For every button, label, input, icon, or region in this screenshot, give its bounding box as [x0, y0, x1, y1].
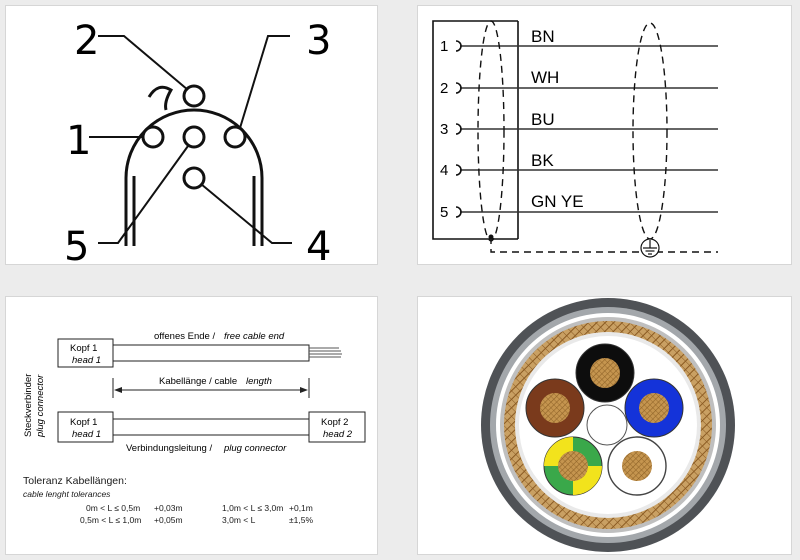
shield-ellipse-connector — [477, 20, 505, 242]
head1-box-bottom — [57, 411, 114, 443]
wiring-pin-1: 1 — [440, 38, 448, 55]
length-label-en: length — [246, 376, 272, 387]
free-end-label-en: free cable end — [224, 331, 285, 342]
ground-line — [490, 237, 718, 253]
head1-box-top — [57, 338, 114, 368]
pin-2 — [182, 84, 206, 108]
tolerance-range-4: 3,0m < L — [222, 515, 256, 525]
tolerance-value-4: ±1,5% — [289, 515, 314, 525]
pin-1 — [141, 125, 165, 149]
length-label-de: Kabellänge / cable — [159, 376, 237, 387]
tolerance-range-3: 1,0m < L ≤ 3,0m — [222, 503, 284, 513]
pin-5 — [182, 125, 206, 149]
pin-4 — [182, 166, 206, 190]
vertical-label-de: Steckverbinder — [23, 374, 34, 437]
pin-3 — [223, 125, 247, 149]
wire-lines — [460, 45, 718, 213]
connector-legs — [132, 176, 256, 246]
wiring-pin-4: 4 — [440, 162, 448, 179]
wire-label-bu: BU — [531, 110, 555, 129]
pinout-diagram: 2 3 1 5 4 — [64, 18, 331, 266]
tolerance-range-2: 0,5m < L ≤ 1,0m — [80, 515, 142, 525]
socket-contacts — [455, 40, 462, 218]
tolerance-value-1: +0,03m — [154, 503, 183, 513]
core-black — [575, 343, 635, 403]
wire-label-bn: BN — [531, 27, 555, 46]
label-pin-1: 1 — [66, 118, 91, 164]
connection-label-en: plug connector — [223, 443, 287, 454]
head1-bottom-en: head 1 — [72, 429, 101, 440]
label-pin-4: 4 — [306, 224, 331, 266]
core-brown — [525, 378, 585, 438]
head1-top-en: head 1 — [72, 355, 101, 366]
head1-top-kopf: Kopf 1 — [70, 343, 97, 354]
core-green-yellow — [543, 436, 603, 496]
wiring-diagram: 1 2 3 4 5 BN WH BU BK GN YE — [432, 20, 718, 258]
wire-label-bk: BK — [531, 151, 554, 170]
coding-key — [147, 85, 174, 111]
core-white — [607, 436, 667, 496]
head2-en: head 2 — [323, 429, 353, 440]
cable-free-end — [112, 344, 310, 362]
wiring-pin-2: 2 — [440, 80, 448, 97]
label-pin-3: 3 — [306, 18, 331, 64]
leader-lines — [89, 35, 292, 244]
wiring-pin-3: 3 — [440, 121, 448, 138]
wiring-pin-5: 5 — [440, 204, 448, 221]
free-end-label-de: offenes Ende / — [154, 331, 215, 342]
head1-bottom-kopf: Kopf 1 — [70, 417, 97, 428]
tolerance-value-2: +0,05m — [154, 515, 183, 525]
connector-box — [432, 20, 518, 240]
dimensions-diagram: Steckverbinder plug connector offenes En… — [23, 331, 366, 454]
tolerance-subtitle: cable lenght tolerances — [23, 489, 111, 499]
cable-cross-section — [481, 298, 735, 552]
wiring-panel: 1 2 3 4 5 BN WH BU BK GN YE — [417, 5, 792, 265]
cable-connection — [112, 418, 310, 436]
cross-section-panel — [417, 296, 792, 555]
wire-label-gnye: GN YE — [531, 192, 584, 211]
dimensions-panel: Steckverbinder plug connector offenes En… — [5, 296, 378, 555]
wire-label-wh: WH — [531, 68, 559, 87]
center-filler — [586, 404, 628, 446]
label-pin-5: 5 — [64, 224, 89, 266]
head2-box — [308, 411, 366, 443]
cable-strands — [309, 347, 342, 358]
label-pin-2: 2 — [74, 18, 99, 64]
connection-label-de: Verbindungsleitung / — [126, 443, 212, 454]
tolerance-value-3: +0,1m — [289, 503, 313, 513]
tolerance-title: Toleranz Kabellängen: — [23, 475, 127, 487]
vertical-label-en: plug connector — [35, 374, 46, 438]
tolerance-range-1: 0m < L ≤ 0,5m — [86, 503, 141, 513]
head2-kopf: Kopf 2 — [321, 417, 348, 428]
connector-outline — [124, 108, 264, 246]
core-blue — [624, 378, 684, 438]
pinout-panel: 2 3 1 5 4 — [5, 5, 378, 266]
shield-ellipse-cable — [632, 22, 668, 240]
